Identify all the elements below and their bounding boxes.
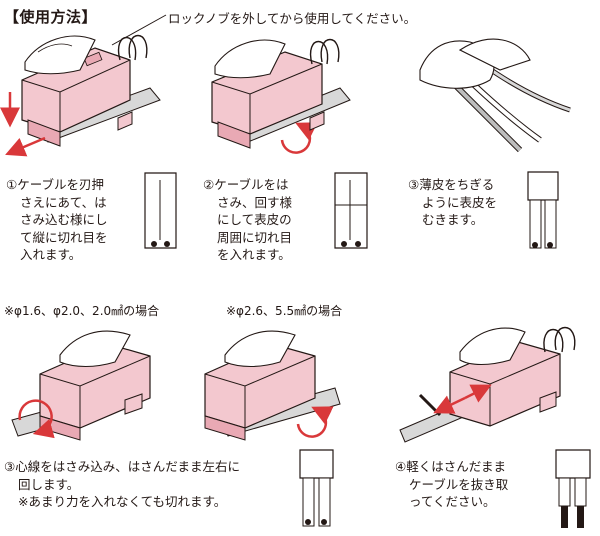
step-4-line: 回します。 (18, 476, 80, 492)
step-1-line: て縦に切れ目を (20, 229, 108, 245)
step-2-line: ②ケーブルをは (203, 177, 289, 192)
step-2-line: 周囲に切れ目 (217, 229, 293, 245)
step-5-line: ④軽くはさんだまま (395, 459, 506, 474)
cable-diagram-2 (334, 172, 368, 249)
panel-4-illustration (11, 330, 151, 441)
step-1-text: ①ケーブルを刃押 さえにあて、は さみ込む様にし て縦に切れ目を 入れます。 (6, 176, 108, 264)
step-1-line: 入れます。 (20, 247, 82, 262)
step-1-line: さえにあて、は (20, 194, 107, 210)
step-2-line: にして表皮の (217, 212, 292, 227)
step-3-line: ③薄皮をちぎる (408, 177, 495, 192)
step-5-text: ④軽くはさんだまま ケーブルを抜き取 ってください。 (395, 458, 508, 511)
cable-diagram-3 (527, 171, 559, 249)
step-1-line: さみ込む様にし (20, 212, 108, 227)
panel-6-illustration (399, 326, 576, 443)
step-4-text: ③心線をはさみ込み、はさんだまま左右に 回します。 ※あまり力を入れなくても切れ… (4, 458, 240, 511)
step-3-text: ③薄皮をちぎる ように表皮を むきます。 (408, 176, 497, 229)
step-4-line: ③心線をはさみ込み、はさんだまま左右に (4, 459, 240, 474)
lock-knob-note: ロックノブを外してから使用してください。 (168, 11, 417, 26)
panel-3-illustration (419, 38, 571, 153)
step-4-line: ※あまり力を入れなくても切れます。 (18, 494, 227, 509)
step-1-line: ①ケーブルを刃押 (6, 177, 104, 192)
step-5-line: ってください。 (409, 494, 496, 509)
cable-diagram-4 (299, 449, 334, 527)
condition-label-large: ※φ2.6、5.5㎟の場合 (226, 304, 343, 318)
cable-diagram-1 (144, 172, 177, 249)
step-2-line: さみ、回す様 (217, 194, 293, 210)
panel-2-illustration (211, 38, 351, 154)
cable-diagram-5 (555, 449, 591, 528)
step-3-line: ように表皮を (422, 194, 498, 210)
page-title: 【使用方法】 (4, 8, 98, 26)
panel-5-illustration (204, 330, 341, 441)
step-2-line: を入れます。 (217, 247, 291, 262)
step-5-line: ケーブルを抜き取 (409, 476, 509, 492)
panel-1-illustration (0, 34, 161, 157)
condition-label-small: ※φ1.6、φ2.0、2.0㎟の場合 (4, 304, 160, 318)
step-3-line: むきます。 (422, 212, 484, 227)
step-2-text: ②ケーブルをは さみ、回す様 にして表皮の 周囲に切れ目 を入れます。 (203, 176, 292, 264)
note-leader-line (111, 14, 167, 46)
